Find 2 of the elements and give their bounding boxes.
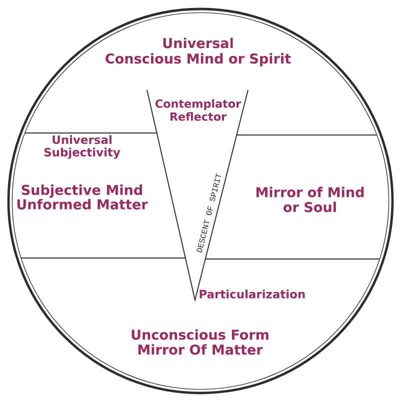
apex-label: Particularization (200, 290, 305, 298)
band: Universal Subjectivity Subjective Mind Unformed Matter (17, 132, 186, 258)
